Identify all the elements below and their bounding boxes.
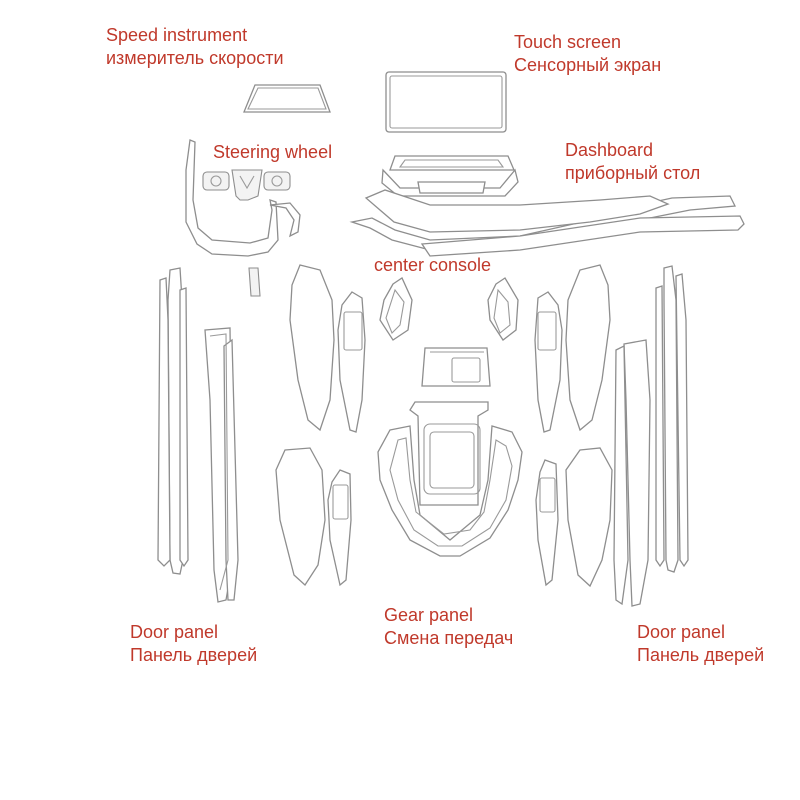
speed-instrument-label: Speed instrument измеритель скорости (106, 24, 284, 70)
center-console-label-en: center console (374, 255, 492, 275)
gear-panel-part (377, 401, 523, 557)
door-panel-left-label: Door panel Панель дверей (130, 621, 257, 667)
door-panel-right-part (534, 264, 689, 607)
touch-screen-label-ru: Сенсорный экран (514, 55, 662, 75)
steering-wheel-label-en: Steering wheel (213, 142, 333, 162)
speed-instrument-label-ru: измеритель скорости (106, 48, 284, 68)
speed-instrument-part (243, 84, 331, 113)
dashboard-label-ru: приборный стол (565, 163, 701, 183)
door-panel-left-label-ru: Панель дверей (130, 645, 258, 665)
gear-panel-label-en: Gear panel (384, 605, 474, 625)
door-panel-right-label-ru: Панель дверей (637, 645, 765, 665)
door-panel-left-label-en: Door panel (130, 622, 219, 642)
gear-panel-label-ru: Смена передач (384, 628, 514, 648)
door-panel-right-label-en: Door panel (637, 622, 726, 642)
touch-screen-label: Touch screen Сенсорный экран (514, 31, 661, 77)
dashboard-part (349, 155, 745, 257)
steering-wheel-label: Steering wheel (213, 141, 332, 164)
gear-panel-label: Gear panel Смена передач (384, 604, 513, 650)
dashboard-label: Dashboard приборный стол (565, 139, 700, 185)
steering-wheel-part (185, 139, 301, 297)
speed-instrument-label-en: Speed instrument (106, 25, 248, 45)
touch-screen-part (385, 71, 507, 133)
dashboard-label-en: Dashboard (565, 140, 654, 160)
center-console-part (379, 277, 519, 387)
touch-screen-label-en: Touch screen (514, 32, 622, 52)
door-panel-left-part (157, 264, 366, 603)
center-console-label: center console (374, 254, 491, 277)
door-panel-right-label: Door panel Панель дверей (637, 621, 764, 667)
